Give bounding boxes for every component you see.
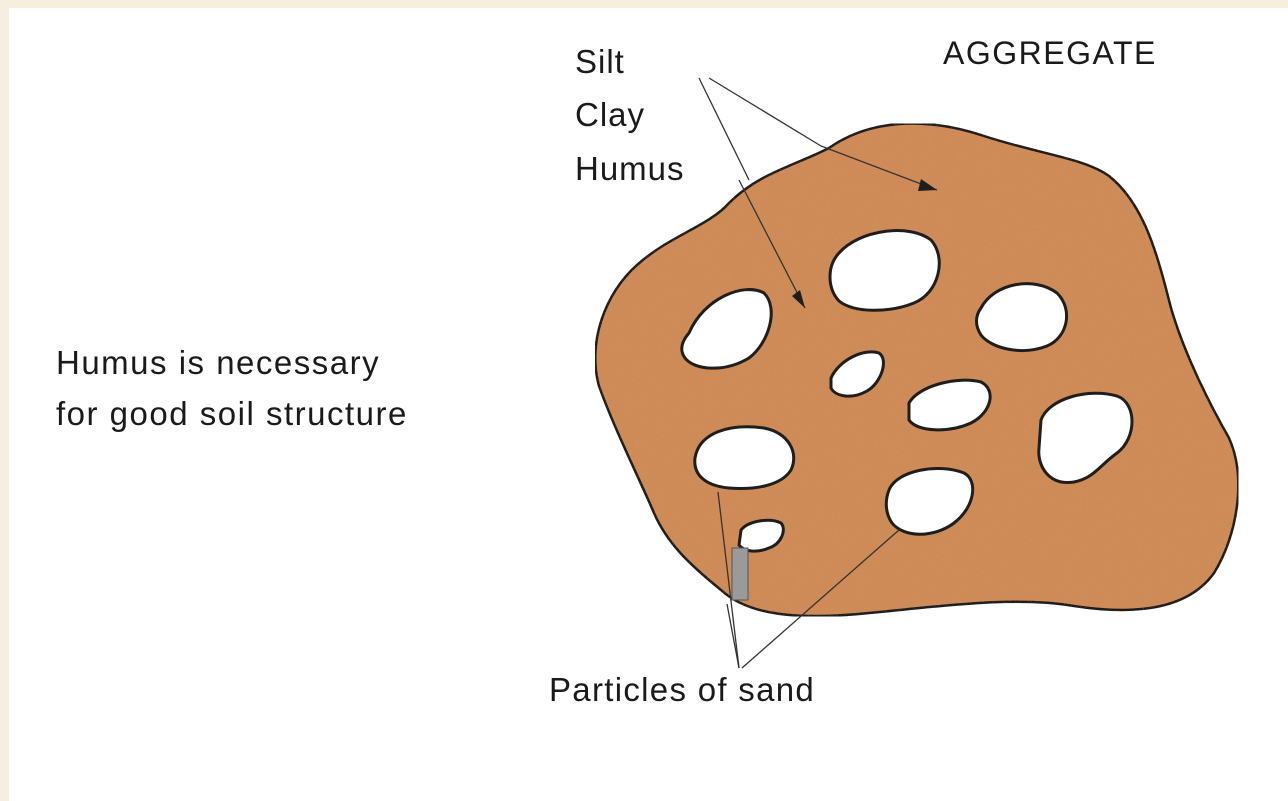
aggregate-clump xyxy=(595,124,1238,617)
clay-label: Clay xyxy=(575,95,645,135)
sand-grain xyxy=(732,548,748,600)
diagram-canvas: AGGREGATE Silt Clay Humus Humus is neces… xyxy=(9,8,1288,801)
humus-note-line-2: for good soil structure xyxy=(56,388,408,439)
humus-note-line-1: Humus is necessary xyxy=(56,337,408,388)
leader-line xyxy=(699,78,749,180)
sand-particle xyxy=(695,427,794,489)
sand-label: Particles of sand xyxy=(549,670,815,710)
humus-label: Humus xyxy=(575,149,685,189)
humus-note: Humus is necessary for good soil structu… xyxy=(56,337,408,439)
leader-line xyxy=(709,78,821,146)
silt-label: Silt xyxy=(575,42,625,82)
diagram-title: AGGREGATE xyxy=(943,34,1157,72)
